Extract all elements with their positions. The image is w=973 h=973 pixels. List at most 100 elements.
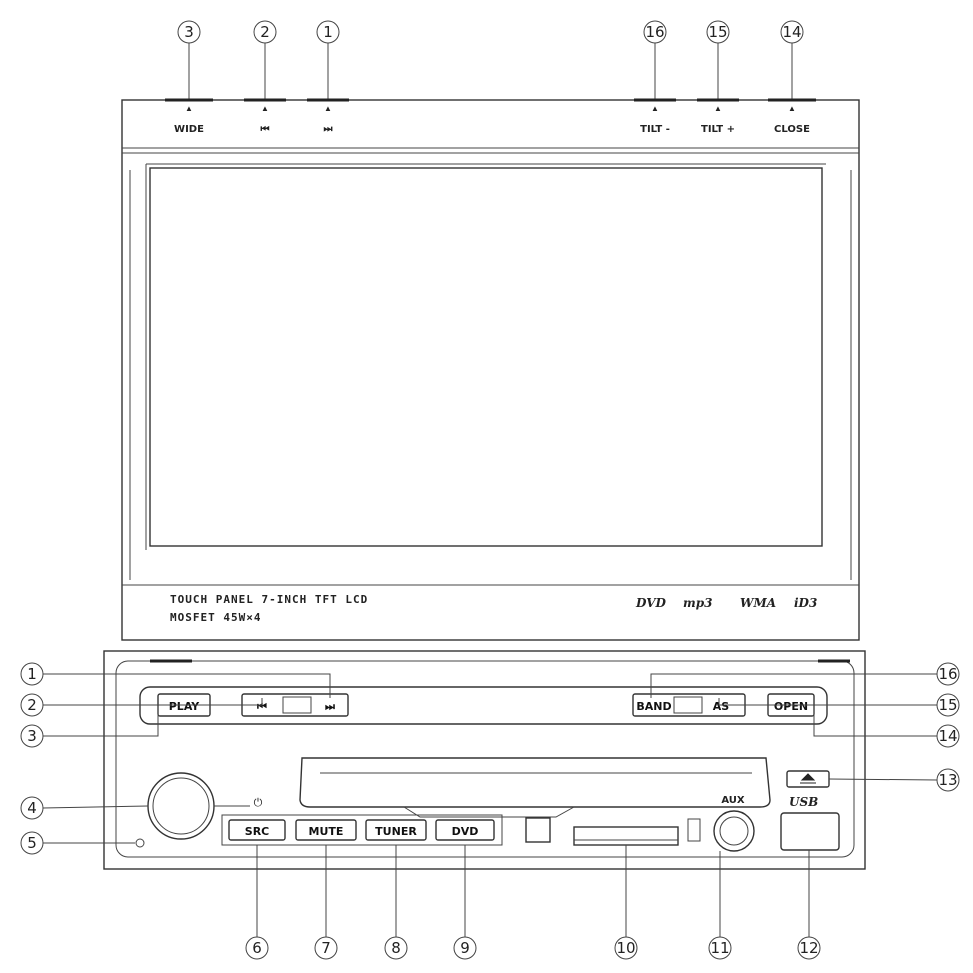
callout-bottom-10: 10 <box>614 845 638 960</box>
eject-button[interactable] <box>786 770 830 788</box>
callout-left-4: 4 <box>20 796 250 820</box>
svg-text:SRC: SRC <box>245 825 269 838</box>
svg-text:▲: ▲ <box>324 104 332 113</box>
callout-bottom-7: 7 <box>314 845 338 960</box>
callout-left-3: 3 <box>20 706 159 748</box>
callout-left-2: 2 <box>20 693 263 717</box>
svg-text:3: 3 <box>184 23 194 41</box>
svg-text:16: 16 <box>938 665 957 683</box>
svg-text:▲: ▲ <box>651 104 659 113</box>
callout-left-5: 5 <box>20 831 135 855</box>
callout-left-1: 1 <box>20 662 331 698</box>
callout-top-tilt-minus: 16 <box>643 20 667 100</box>
aux-label: AUX <box>721 795 745 806</box>
label-tilt-minus: TILT - <box>640 124 670 135</box>
dvd-button[interactable]: DVD <box>435 819 495 841</box>
svg-text:15: 15 <box>708 23 727 41</box>
sd-card-slot[interactable] <box>573 826 679 846</box>
front-panel: PLAY ⏮ ⏭ BAND AS OPEN <box>103 650 866 870</box>
aux-jack[interactable] <box>713 810 755 852</box>
svg-text:14: 14 <box>938 727 957 745</box>
tuner-button[interactable]: TUNER <box>365 819 427 841</box>
svg-text:PLAY: PLAY <box>169 700 201 713</box>
prev-icon: ⏮ <box>257 700 267 713</box>
callout-right-14: 14 <box>813 706 960 748</box>
bottom-button-row <box>221 814 503 846</box>
src-button[interactable]: SRC <box>228 819 286 841</box>
svg-text:4: 4 <box>27 799 37 817</box>
monitor-outer-frame <box>121 99 860 641</box>
callout-right-16: 16 <box>650 662 960 698</box>
callout-bottom-11: 11 <box>708 851 732 960</box>
svg-text:3: 3 <box>27 727 37 745</box>
usb-logo-icon: USB <box>789 795 818 809</box>
id3-logo-icon: iD3 <box>794 596 817 610</box>
left-callouts: 1 2 3 4 5 <box>20 662 331 855</box>
callout-top-tilt-plus: 15 <box>706 20 730 100</box>
svg-text:1: 1 <box>27 665 37 683</box>
svg-text:TUNER: TUNER <box>375 825 417 838</box>
spec-line-1: TOUCH PANEL 7-INCH TFT LCD <box>170 593 368 606</box>
svg-text:15: 15 <box>938 696 957 714</box>
front-panel-outer <box>103 650 866 870</box>
svg-text:1: 1 <box>323 23 333 41</box>
mp3-logo-icon: mp3 <box>683 596 712 610</box>
svg-text:12: 12 <box>799 939 818 957</box>
usb-port-cover[interactable] <box>780 812 840 851</box>
format-logos: DVD mp3 WMA iD3 <box>635 596 817 610</box>
svg-text:10: 10 <box>616 939 635 957</box>
top-callouts: 3 2 1 16 15 14 <box>177 20 804 100</box>
monitor-unit: ▲ ▲ ▲ ▲ ▲ ▲ WIDE ⏮ ⏭ TILT - TILT + CLOSE… <box>121 98 860 641</box>
svg-text:▲: ▲ <box>788 104 796 113</box>
callout-bottom-6: 6 <box>245 845 269 960</box>
svg-text:13: 13 <box>938 771 957 789</box>
dvd-logo-icon: DVD <box>635 596 667 610</box>
top-tabs: ▲ ▲ ▲ ▲ ▲ ▲ <box>165 98 816 113</box>
svg-text:6: 6 <box>252 939 262 957</box>
disc-slot <box>299 757 771 818</box>
as-label: AS <box>713 700 730 713</box>
svg-text:▲: ▲ <box>714 104 722 113</box>
band-label: BAND <box>636 700 671 713</box>
label-tilt-plus: TILT + <box>701 124 735 135</box>
wma-logo-icon: WMA <box>740 596 776 610</box>
svg-text:5: 5 <box>27 834 37 852</box>
reset-hole[interactable] <box>135 838 145 848</box>
callout-top-close: 14 <box>780 20 804 100</box>
bottom-callouts: 6 7 8 9 10 11 12 <box>245 845 821 960</box>
spec-line-2: MOSFET 45W×4 <box>170 611 261 624</box>
svg-text:16: 16 <box>645 23 664 41</box>
svg-text:MUTE: MUTE <box>309 825 344 838</box>
svg-text:8: 8 <box>391 939 401 957</box>
label-prev: ⏮ <box>261 124 270 135</box>
callout-right-15: 15 <box>718 693 960 717</box>
callout-bottom-12: 12 <box>797 850 821 960</box>
callout-top-prev: 2 <box>253 20 277 100</box>
svg-text:▲: ▲ <box>261 104 269 113</box>
svg-text:▲: ▲ <box>185 104 193 113</box>
label-wide: WIDE <box>174 124 204 135</box>
callout-bottom-9: 9 <box>453 845 477 960</box>
svg-text:9: 9 <box>460 939 470 957</box>
ir-sensor <box>525 817 551 843</box>
right-callouts: 16 15 14 13 <box>650 662 960 792</box>
label-next: ⏭ <box>324 124 333 135</box>
sd-card-icon <box>687 818 701 842</box>
volume-knob[interactable] <box>147 772 215 840</box>
svg-text:OPEN: OPEN <box>774 700 808 713</box>
callout-top-next: 1 <box>316 20 340 100</box>
svg-text:7: 7 <box>321 939 331 957</box>
svg-text:14: 14 <box>782 23 801 41</box>
callout-top-wide: 3 <box>177 20 201 100</box>
svg-text:2: 2 <box>260 23 270 41</box>
lcd-screen[interactable] <box>149 167 823 547</box>
mute-button[interactable]: MUTE <box>295 819 357 841</box>
svg-text:2: 2 <box>27 696 37 714</box>
svg-text:11: 11 <box>710 939 729 957</box>
label-close: CLOSE <box>774 124 810 135</box>
callout-right-13: 13 <box>828 768 960 792</box>
next-icon: ⏭ <box>325 700 335 713</box>
power-icon: ⏻ <box>254 797 263 809</box>
svg-text:DVD: DVD <box>452 825 479 838</box>
